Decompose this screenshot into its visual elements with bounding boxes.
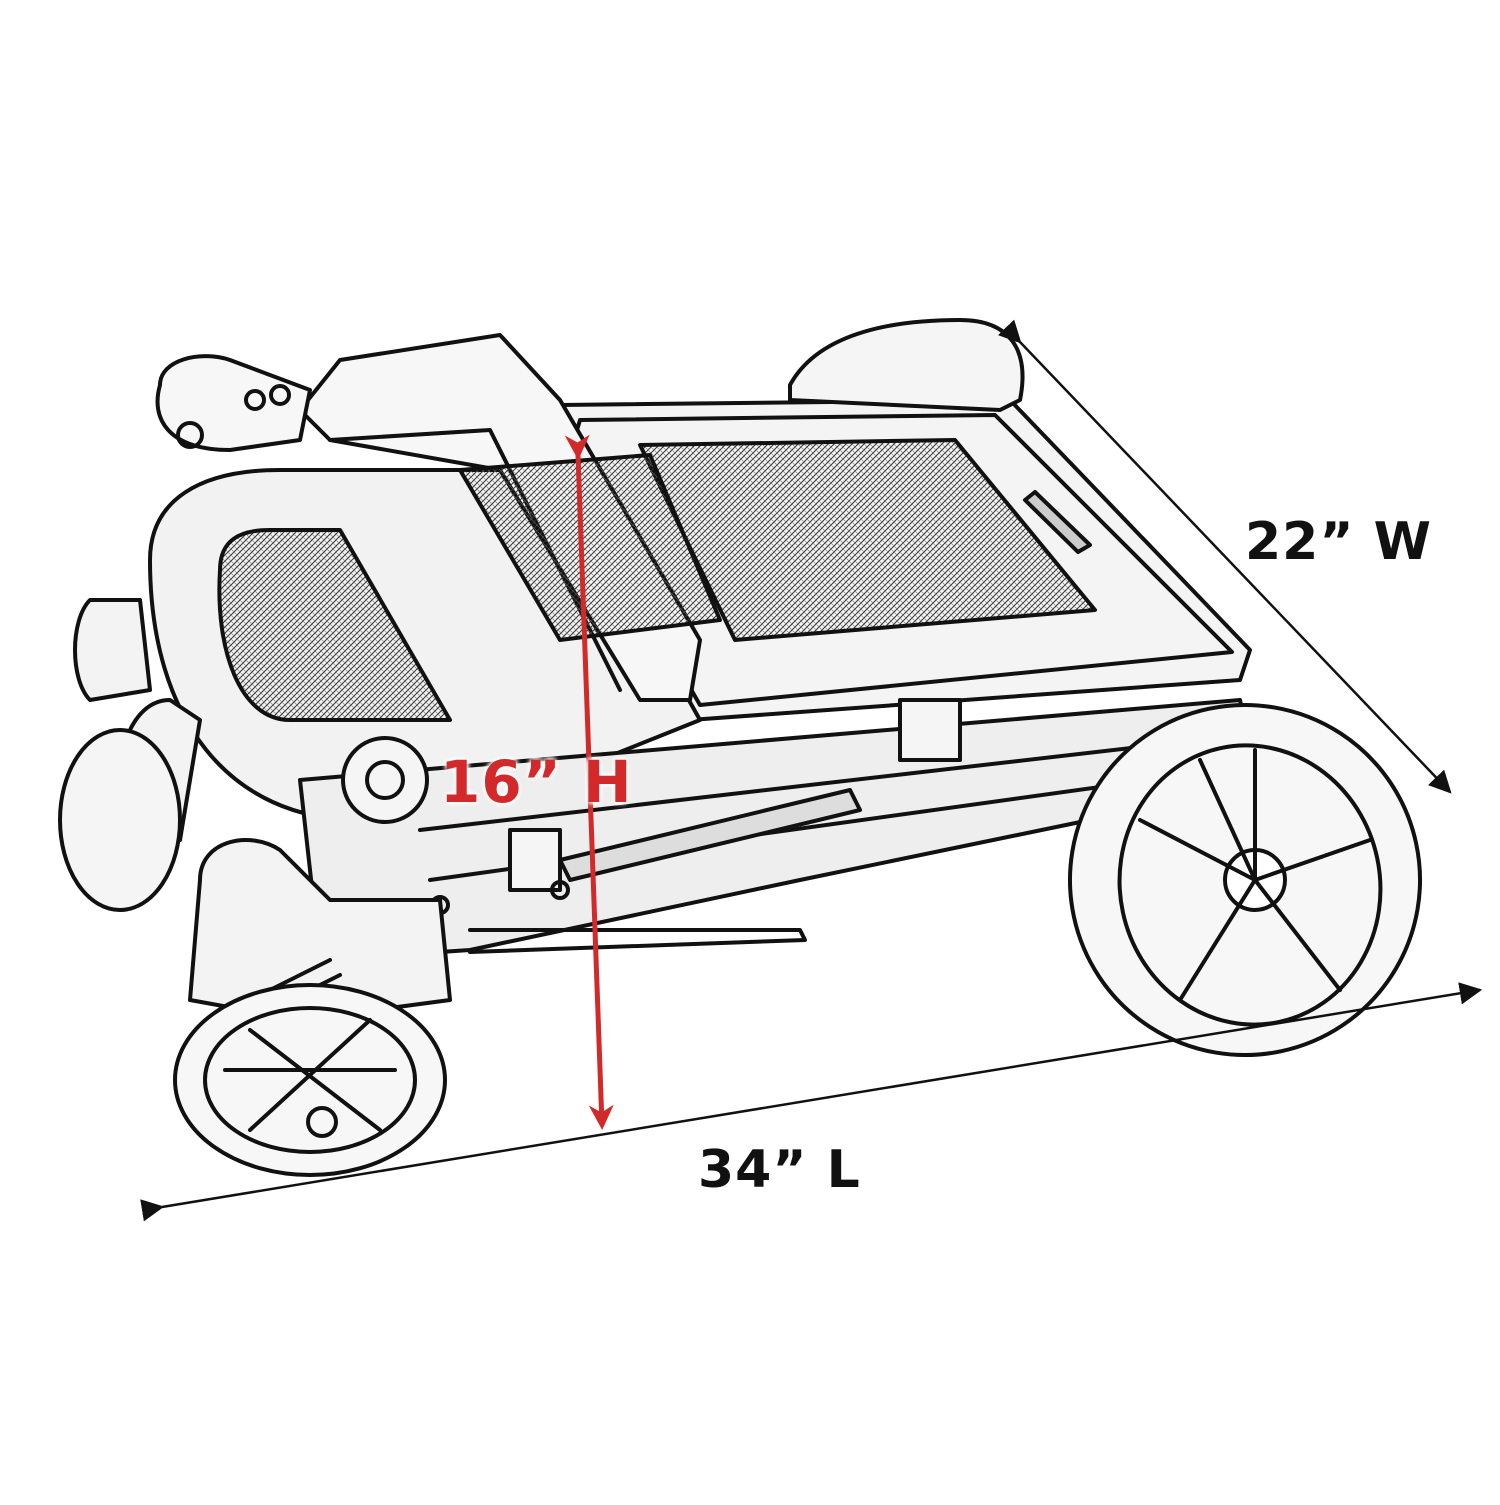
width-label: 22” W: [1245, 512, 1432, 572]
length-dimension-arrow: [140, 982, 1483, 1222]
wagon-body: [58, 318, 1422, 1177]
height-label: 16” H: [440, 748, 633, 816]
front-left-wheel: [173, 983, 447, 1177]
width-dimension-arrow: [997, 319, 1452, 794]
height-dimension-arrow: [564, 434, 614, 1130]
length-label: 34” L: [698, 1140, 861, 1200]
